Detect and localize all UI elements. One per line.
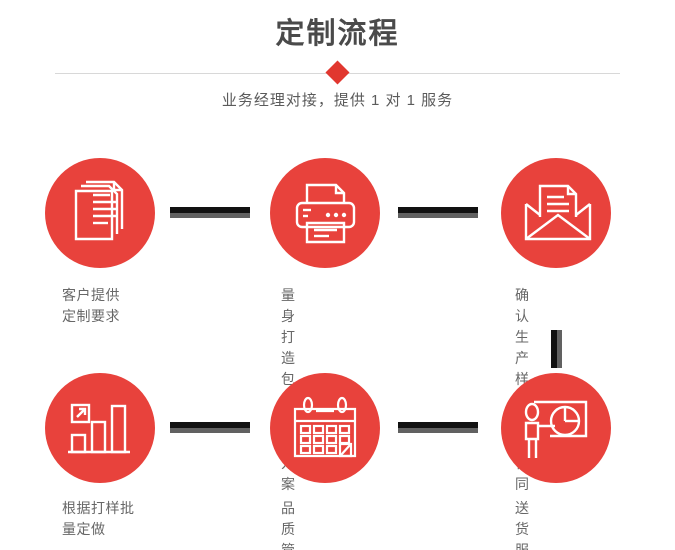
- connector-bar-dark: [398, 207, 478, 213]
- connector-bar-dark: [398, 422, 478, 428]
- printer-icon: [270, 158, 380, 268]
- connector-step2-step3: [398, 207, 478, 218]
- process-step-4-label: 根据打样批 量定做: [62, 500, 135, 537]
- page-subtitle: 业务经理对接，提供 1 对 1 服务: [221, 92, 454, 109]
- connector-bar-dark: [170, 422, 250, 428]
- envelope-document-icon: [501, 158, 611, 268]
- connector-bar-gray: [170, 213, 250, 218]
- connector-bar-gray: [398, 428, 478, 433]
- connector-bar-gray: [170, 428, 250, 433]
- connector-step5-step6: [398, 422, 478, 433]
- connector-step4-step5: [170, 422, 250, 433]
- connector-bar-gray: [557, 330, 562, 368]
- diamond-marker-icon: [325, 60, 350, 85]
- connector-bar-dark: [170, 207, 250, 213]
- connector-step1-step2: [170, 207, 250, 218]
- bar-chart-growth-icon: [45, 373, 155, 483]
- documents-stack-icon: [45, 158, 155, 268]
- process-step-6-label: 送货服务售 后跟踪: [515, 500, 530, 550]
- process-step-5-label: 品质管控QC 全检: [281, 500, 296, 550]
- presenter-pie-chart-icon: [501, 373, 611, 483]
- connector-step3-step6: [551, 330, 562, 368]
- calendar-checklist-icon: [270, 373, 380, 483]
- page-title: 定制流程: [275, 18, 400, 50]
- connector-bar-gray: [398, 213, 478, 218]
- process-step-1-label: 客户提供 定制要求: [62, 287, 120, 324]
- connector-bar-dark: [551, 330, 557, 368]
